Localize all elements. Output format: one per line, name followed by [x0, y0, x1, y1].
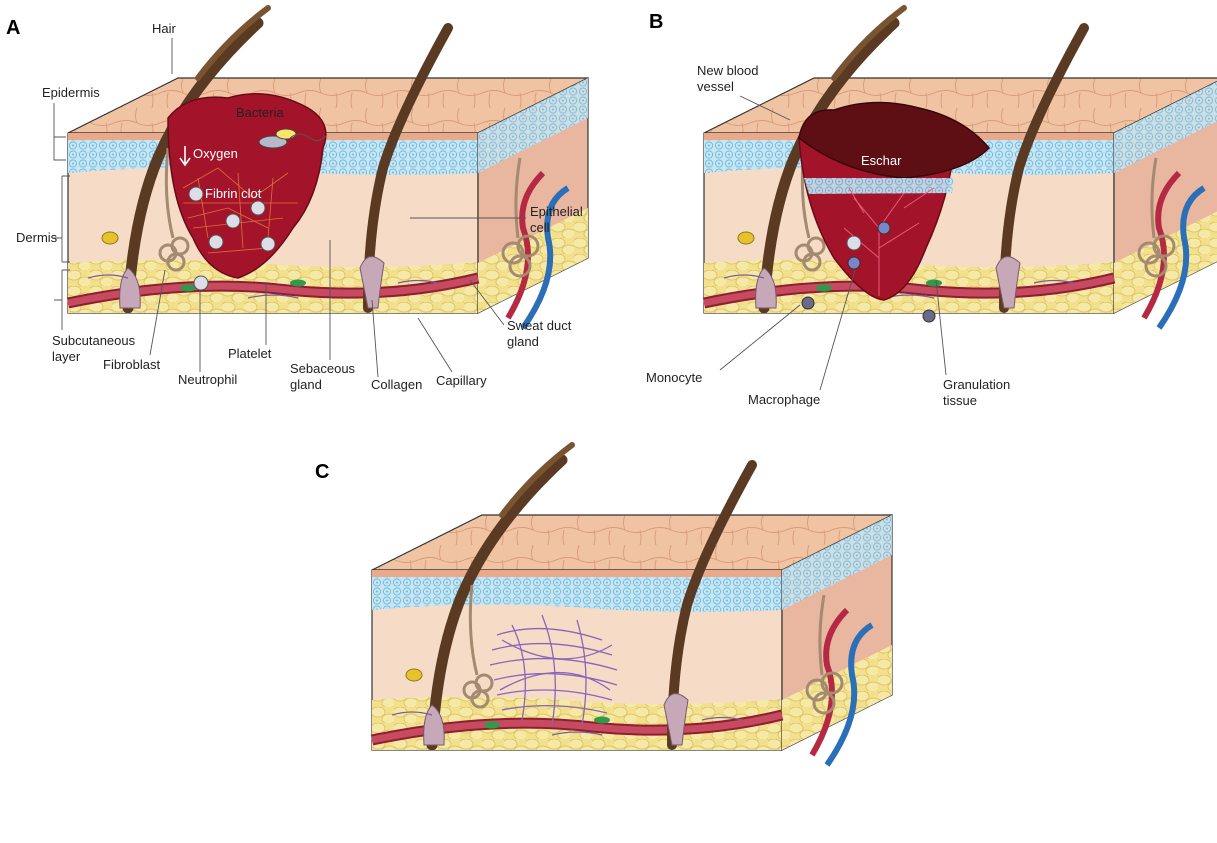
label-oxygen: Oxygen — [193, 146, 238, 161]
label-eschar: Eschar — [861, 153, 902, 168]
label-macrophage: Macrophage — [748, 392, 820, 407]
label-epidermis: Epidermis — [42, 85, 100, 100]
label-granulation-tissue: Granulation tissue — [943, 377, 1014, 408]
panel-b: B Eschar New blood vessel Monocyte — [646, 8, 1217, 408]
label-fibroblast: Fibroblast — [103, 357, 160, 372]
label-dermis: Dermis — [16, 230, 58, 245]
panel-letter-b: B — [649, 11, 663, 33]
label-fibrin-clot: Fibrin clot — [205, 186, 262, 201]
label-sweat-duct-gland: Sweat duct gland — [507, 318, 575, 349]
label-monocyte: Monocyte — [646, 370, 702, 385]
panel-c: C — [315, 445, 892, 765]
panel-a: A — [6, 8, 588, 392]
label-neutrophil: Neutrophil — [178, 372, 237, 387]
panel-letter-a: A — [6, 17, 20, 39]
label-sebaceous-gland: Sebaceous gland — [290, 361, 359, 392]
label-platelet: Platelet — [228, 346, 272, 361]
label-hair: Hair — [152, 21, 177, 36]
panel-letter-c: C — [315, 461, 329, 483]
label-bacteria: Bacteria — [236, 105, 284, 120]
label-collagen: Collagen — [371, 377, 422, 392]
label-new-blood-vessel: New blood vessel — [697, 63, 762, 94]
label-capillary: Capillary — [436, 373, 487, 388]
